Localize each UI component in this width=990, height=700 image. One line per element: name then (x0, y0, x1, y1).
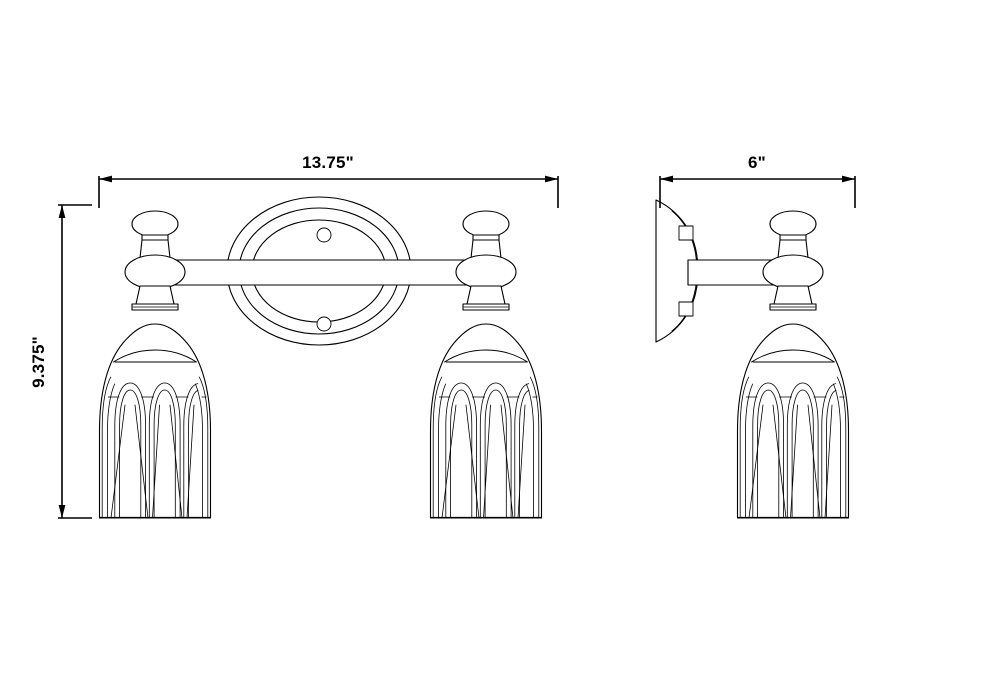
dimension-height-label: 9.375" (29, 336, 48, 388)
right-shade (429, 323, 543, 519)
side-shade (736, 323, 850, 519)
side-elevation-view (655, 199, 850, 519)
side-light-socket (762, 210, 824, 311)
dimension-depth-label: 6" (748, 153, 766, 172)
dimension-height (58, 204, 92, 519)
dimension-width-label: 13.75" (302, 153, 354, 172)
right-light-socket (455, 210, 517, 311)
left-shade (98, 323, 212, 519)
front-elevation-view (98, 196, 543, 519)
dimension-depth (659, 175, 856, 208)
horizontal-arm (144, 259, 494, 286)
dimension-width (98, 175, 559, 208)
left-light-socket (124, 210, 186, 311)
